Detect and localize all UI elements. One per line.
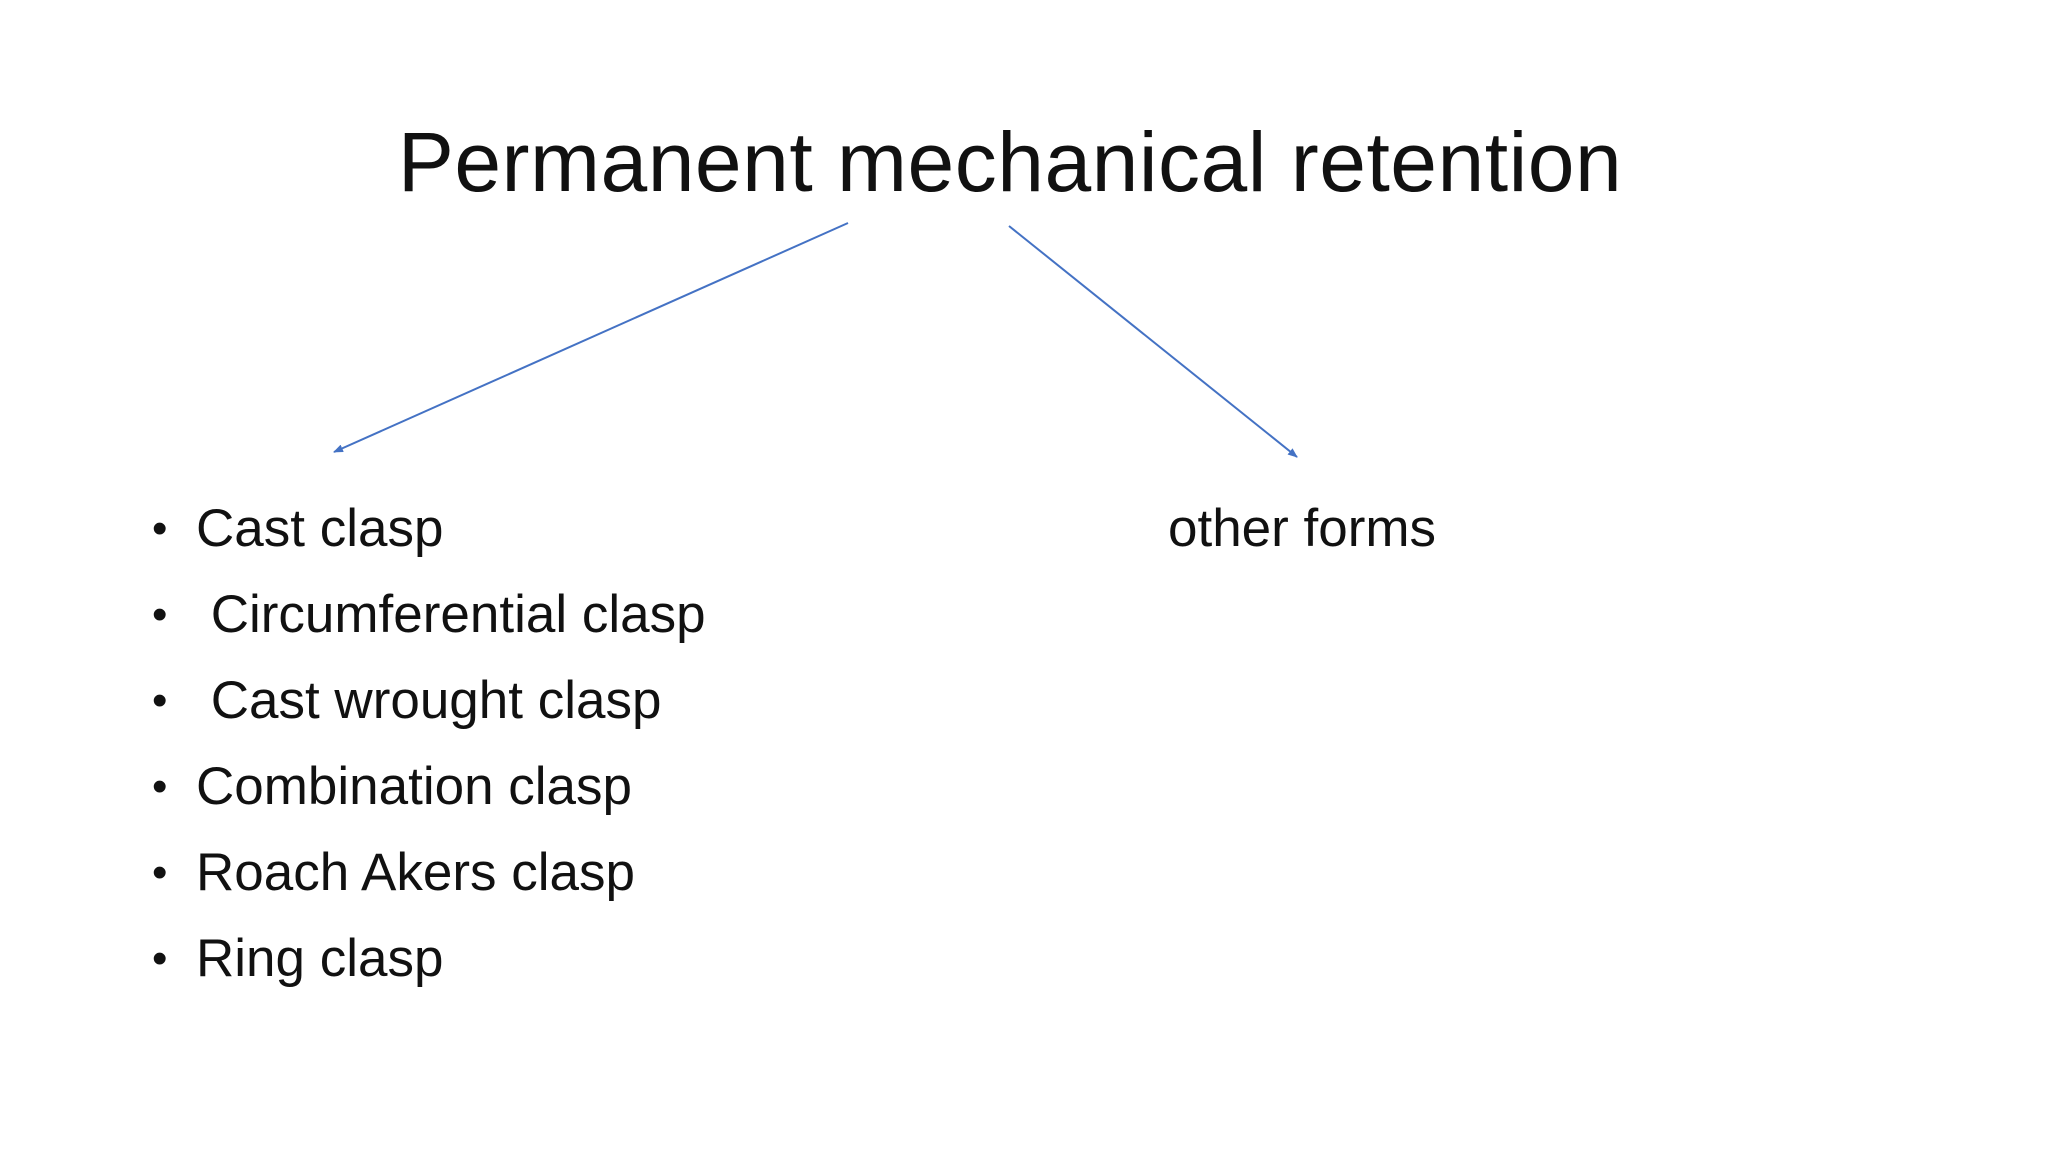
list-item-text: Ring clasp	[196, 929, 444, 988]
other-forms-label: other forms	[1168, 499, 1437, 558]
bullet-icon: •	[152, 504, 168, 553]
list-item: • Cast wrought clasp	[152, 658, 706, 744]
slide-title: Permanent mechanical retention	[397, 115, 1623, 209]
list-item-text: Roach Akers clasp	[196, 843, 635, 902]
list-item: • Circumferential clasp	[152, 572, 706, 658]
bullet-icon: •	[152, 934, 168, 983]
arrow-right	[1008, 225, 1298, 458]
bullet-icon: •	[152, 762, 168, 811]
list-item-text: Circumferential clasp	[196, 585, 706, 644]
list-item-text: Combination clasp	[196, 757, 633, 816]
list-item: • Roach Akers clasp	[152, 830, 706, 916]
list-item-text: Cast clasp	[196, 499, 444, 558]
list-item: • Combination clasp	[152, 744, 706, 830]
arrow-left	[333, 222, 849, 453]
bullet-icon: •	[152, 676, 168, 725]
bullet-icon: •	[152, 590, 168, 639]
list-item-text: Cast wrought clasp	[196, 671, 662, 730]
list-item: • Cast clasp	[152, 486, 706, 572]
list-item: • Ring clasp	[152, 916, 706, 1002]
clasp-list: • Cast clasp • Circumferential clasp • Ca…	[152, 486, 706, 1002]
bullet-icon: •	[152, 848, 168, 897]
